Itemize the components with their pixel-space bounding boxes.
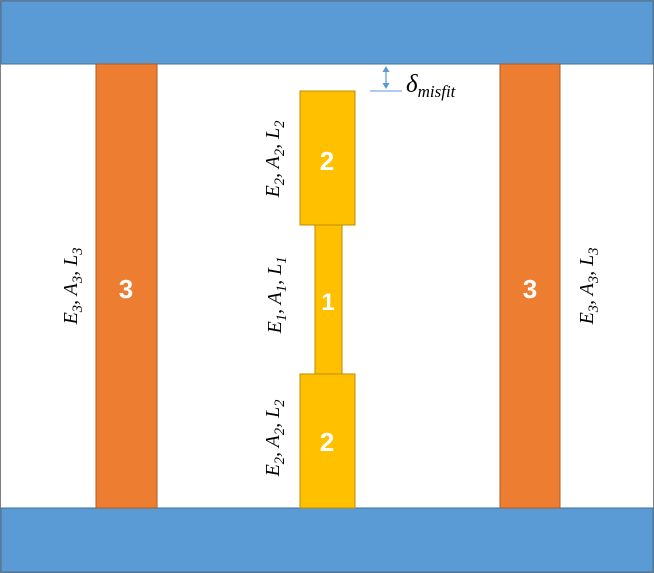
middle-inner-bar-number: 1 — [321, 289, 334, 316]
top-rigid-plate — [0, 0, 654, 65]
right-outer-bar — [499, 63, 561, 509]
right-outer-bar-properties: E3, A3, L3 — [576, 248, 602, 326]
left-outer-bar-number: 3 — [119, 274, 133, 304]
lower-inner-bar-number: 2 — [320, 427, 334, 457]
left-outer-bar-properties: E3, A3, L3 — [60, 248, 86, 326]
misfit-arrowhead-up-icon — [382, 66, 390, 72]
bottom-rigid-plate — [0, 507, 654, 573]
upper-inner-bar-properties: E2, A2, L2 — [262, 121, 288, 199]
lower-inner-bar — [299, 373, 356, 509]
lower-inner-bar-properties: E2, A2, L2 — [262, 400, 288, 478]
left-outer-bar — [95, 63, 158, 509]
misfit-gap-label: δmisfit — [406, 71, 457, 101]
right-outer-bar-number: 3 — [523, 274, 537, 304]
middle-inner-bar — [314, 224, 343, 375]
misfit-arrowhead-down-icon — [382, 83, 390, 89]
upper-inner-bar — [299, 90, 356, 226]
upper-inner-bar-number: 2 — [320, 146, 334, 176]
middle-inner-bar-properties: E1, A1, L1 — [264, 257, 290, 335]
